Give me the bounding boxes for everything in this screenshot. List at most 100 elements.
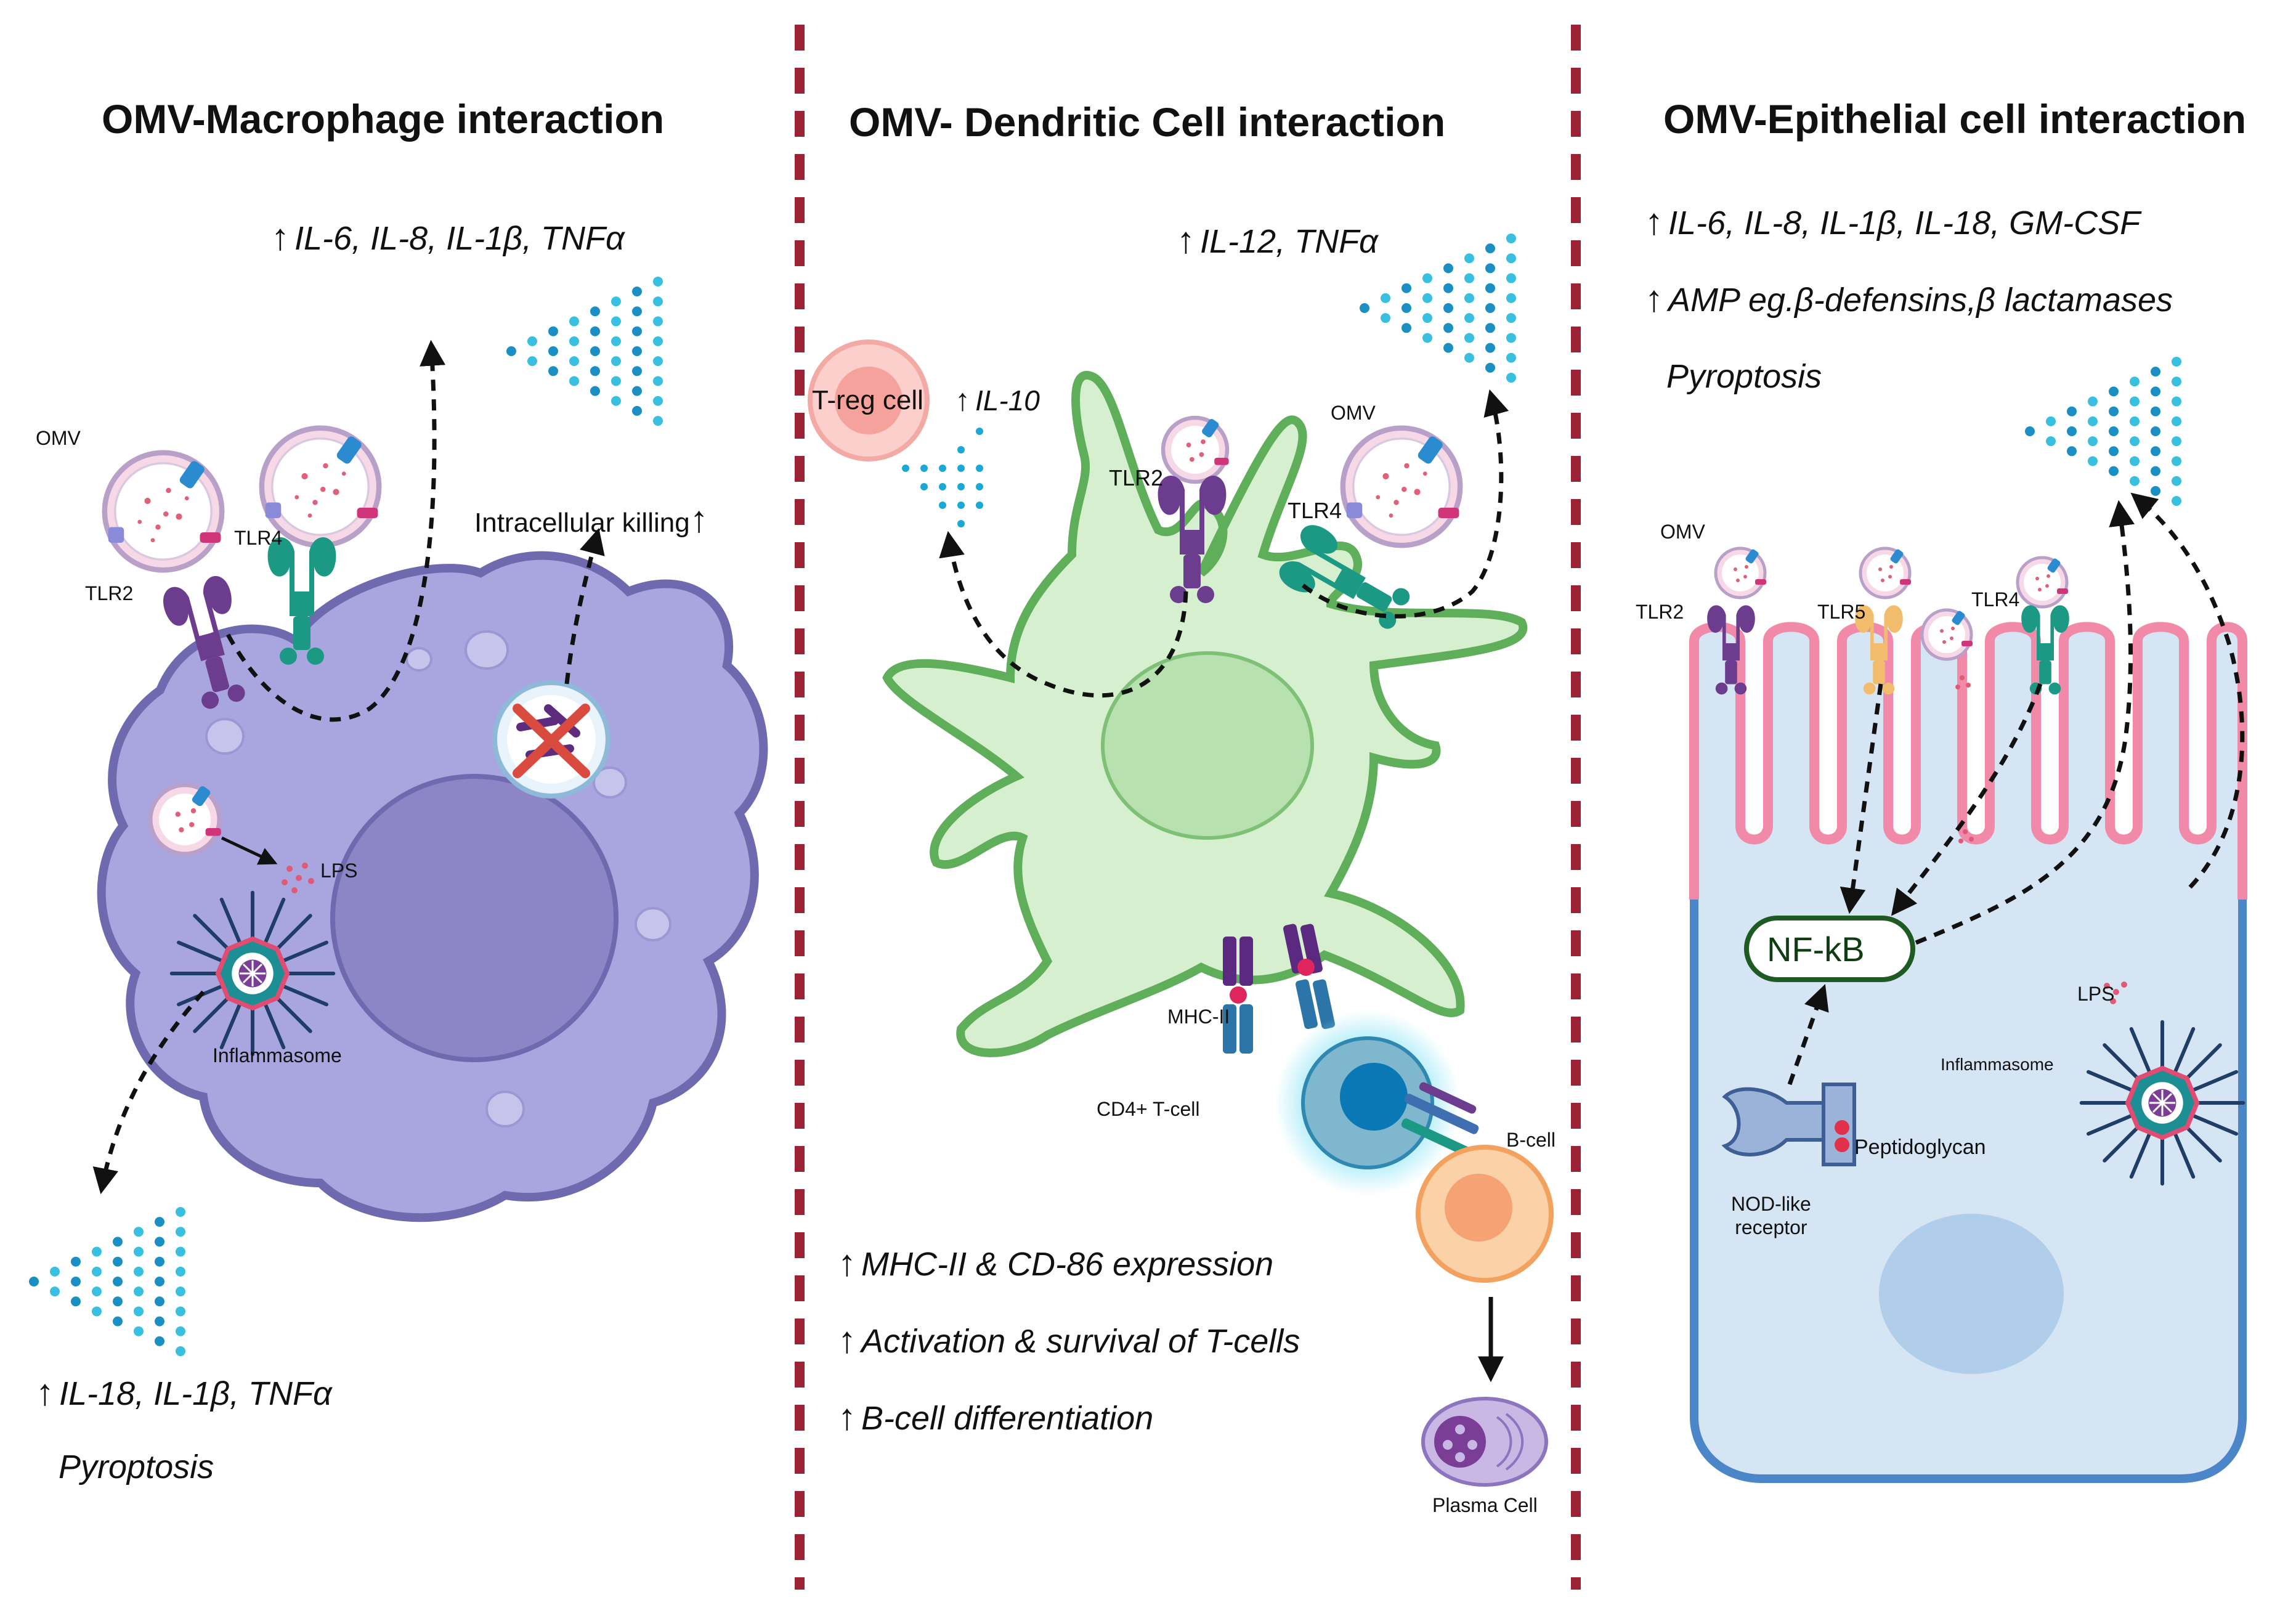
cytokine-dot: [2088, 396, 2098, 407]
cytokine-dot: [611, 316, 621, 327]
b-cell-label: B-cell: [1506, 1129, 1556, 1151]
cytokine-dot: [2151, 426, 2160, 436]
cytokine-dot: [2151, 486, 2160, 496]
tlr5-label: TLR5: [1817, 601, 1866, 623]
omv-icon: [1716, 548, 1766, 598]
macrophage-panel: [92, 339, 768, 1222]
cytokine-dot: [611, 396, 621, 406]
cytokine-dots: [902, 428, 983, 527]
cytokine-dot: [569, 316, 579, 327]
cytokine-dot: [1485, 243, 1495, 254]
cytokine-list: IL-6, IL-8, IL-1β, IL-18, GM-CSF: [1668, 205, 2141, 242]
cytokine-dot: [1422, 273, 1432, 283]
tlr4-label: TLR4: [234, 527, 283, 549]
up-arrow-icon: ↑: [36, 1371, 54, 1413]
up-arrow-icon: ↑: [689, 498, 708, 540]
cytokine-dot: [1464, 333, 1474, 343]
cytokine-dot: [653, 316, 663, 327]
cytokine-dot: [1381, 313, 1390, 323]
cytokine-dot: [176, 1246, 185, 1257]
mhc-ii-label: MHC-II: [1167, 1006, 1230, 1028]
cytokine-dot: [1485, 343, 1495, 353]
cytokine-dot: [2130, 376, 2140, 387]
cytokine-dot: [1360, 303, 1369, 313]
cytokine-dot: [1506, 373, 1516, 383]
cytokine-dot: [2109, 466, 2119, 476]
cytokine-dot: [1464, 352, 1474, 363]
cytokine-dot: [1381, 293, 1390, 303]
mhc-ii-complex: [1223, 924, 1335, 1054]
cytokine-dot: [1485, 303, 1495, 313]
cytokine-dot: [1443, 283, 1453, 293]
up-arrow-icon: ↑: [838, 1319, 856, 1360]
phagosome: [492, 680, 611, 798]
cytokine-dot: [653, 416, 663, 426]
cytokine-dot: [2151, 386, 2160, 397]
up-arrow-icon: ↑: [1177, 219, 1195, 261]
cytokine-dot: [1443, 303, 1453, 313]
cytokine-dot: [1464, 253, 1474, 264]
cytokine-dot: [2172, 416, 2181, 426]
cytokine-dot: [2130, 436, 2140, 447]
up-arrow-icon: ↑: [955, 383, 970, 417]
cytokine-dot: [632, 346, 642, 356]
cytokine-dot: [1485, 283, 1495, 293]
cytokine-dot: [527, 336, 537, 346]
cytokine-dot: [2172, 356, 2181, 367]
tlr2-label: TLR2: [1636, 601, 1684, 623]
tlr4-label: TLR4: [1288, 498, 1342, 523]
il10-label: ↑IL-10: [955, 382, 1040, 418]
omv-icon: [2018, 558, 2068, 607]
cytokine-dot: [113, 1296, 123, 1307]
cytokine-dot: [134, 1246, 144, 1257]
cytokine-dot: [2151, 446, 2160, 457]
cytokine-dot: [92, 1246, 102, 1257]
cytokine-dot: [2172, 396, 2181, 407]
cytokine-dot: [653, 356, 663, 367]
killing-text: Intracellular killing: [474, 508, 690, 538]
dendritic-panel: [808, 339, 1554, 1487]
cytokine-dot: [92, 1306, 102, 1317]
omv-icon: [1343, 428, 1460, 545]
cytokine-dot: [569, 376, 579, 386]
cytokine-dot: [590, 366, 600, 376]
omv-label: OMV: [36, 427, 81, 449]
arrow-nfkb-out: [1915, 500, 2135, 945]
peptidoglycan-label: Peptidoglycan: [1854, 1136, 1986, 1159]
cytokine-dot: [176, 1227, 185, 1237]
cytokine-dot: [2130, 476, 2140, 486]
cytokine-dot: [1506, 352, 1516, 363]
cytokine-dot: [1422, 333, 1432, 343]
killing-label: Intracellular killing↑: [474, 498, 713, 540]
cytokine-dot: [2172, 376, 2181, 387]
inflammasome-icon: [172, 893, 334, 1055]
panel-title: OMV-Epithelial cell interaction: [1663, 96, 2247, 142]
cytokine-dot: [611, 296, 621, 307]
cytokine-dot: [1485, 323, 1495, 333]
effect-line: ↑Activation & survival of T-cells: [838, 1319, 1300, 1361]
arrow-cytokine-release: [225, 339, 446, 722]
effect-line: ↑MHC-II & CD-86 expression: [838, 1241, 1273, 1284]
cytokine-dot: [1506, 253, 1516, 264]
cytokine-dot: [2067, 426, 2077, 436]
lps-label: LPS: [2077, 983, 2115, 1005]
amp-text: AMP eg.β-defensins,β lactamases: [1668, 282, 2173, 319]
cytokine-dot: [134, 1227, 144, 1237]
epithelial-nucleus: [1879, 1214, 2064, 1374]
cytokine-dot: [29, 1277, 39, 1286]
cytokine-dot: [134, 1326, 144, 1336]
cytokine-dot: [50, 1266, 60, 1277]
cytokine-dot: [632, 386, 642, 396]
cytokine-dot: [71, 1256, 81, 1267]
cytokine-dot: [92, 1266, 102, 1277]
peptidoglycan-icon: [1835, 1120, 1849, 1135]
cytokine-dot: [2130, 456, 2140, 466]
inflammasome-label: Inflammasome: [1941, 1055, 2054, 1074]
cytokine-dot: [653, 376, 663, 386]
cytokine-list: IL-6, IL-8, IL-1β, TNFα: [294, 220, 625, 257]
cytokine-dot: [155, 1237, 164, 1247]
cytokine-dot: [2172, 476, 2181, 486]
cytokine-dot: [92, 1286, 102, 1297]
arrow-killing: [564, 527, 605, 685]
cytokine-dot: [2109, 426, 2119, 436]
